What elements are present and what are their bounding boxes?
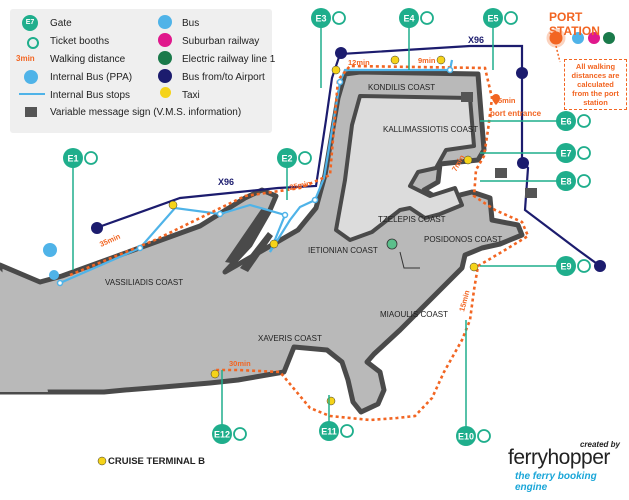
bus-icon — [158, 15, 172, 29]
electric-railway-icon — [158, 51, 172, 65]
legend-electric-label: Electric railway line 1 — [182, 54, 276, 65]
bus-stop-line-icon — [19, 93, 45, 95]
ticket-booth-icon — [577, 146, 591, 160]
taxi-icon — [160, 87, 171, 98]
gate-e8-label: E8 — [560, 177, 571, 187]
gate-e1-label: E1 — [67, 154, 78, 164]
coast-label: TZELEPIS COAST — [378, 215, 446, 224]
legend-bus-stops-label: Internal Bus stops — [50, 90, 131, 101]
airport-bus-icon — [158, 69, 172, 83]
ticket-booth-icon — [577, 114, 591, 128]
gate-e11: E11 — [319, 395, 354, 441]
gate-e2: E2 — [277, 148, 312, 200]
walking-time-label: 15min — [457, 289, 471, 313]
gate-e5-label: E5 — [487, 14, 498, 24]
ticket-booth-icon — [332, 11, 346, 25]
left-pier — [225, 208, 270, 264]
x96-label-left: X96 — [218, 177, 234, 187]
port-station-connector — [555, 45, 561, 63]
gate-e9: E9 — [480, 256, 591, 276]
legend-vms-label: Variable message sign (V.M.S. informatio… — [50, 107, 242, 118]
coast-label: MIAOULIS COAST — [380, 310, 448, 319]
walking-icon: 3min — [16, 54, 35, 63]
ticket-booth-icon — [298, 151, 312, 165]
port-station-title: PORT STATION — [549, 10, 600, 38]
walking-time-label: 9min — [418, 56, 436, 65]
coast-label: KONDILIS COAST — [368, 83, 435, 92]
port-entrance-pin — [492, 94, 500, 105]
gate-e8: E8 — [480, 171, 591, 191]
legend-walking-label: Walking distance — [50, 54, 126, 65]
legend-ticket-label: Ticket booths — [50, 36, 110, 47]
port-entrance-label: port entrance — [490, 109, 542, 118]
legend-internal-bus-label: Internal Bus (PPA) — [50, 72, 133, 83]
legend-airport-label: Bus from/to Airport — [182, 72, 265, 83]
port-station-note: All walking distances are calculated fro… — [564, 59, 627, 110]
coast-label: VASSILIADIS COAST — [105, 278, 183, 287]
gate-e7: E7 — [480, 143, 591, 163]
gate-e5: E5 — [483, 8, 518, 70]
legend: E7 Gate Ticket booths 3min Walking dista… — [10, 9, 276, 133]
ticket-booth-icon — [577, 259, 591, 273]
internal-bus-route — [59, 59, 454, 285]
suburban-railway-icon — [158, 33, 172, 47]
gate-e12-label: E12 — [214, 430, 230, 440]
legend-gate-icon: E7 — [22, 15, 38, 31]
walking-time-label: 35min — [98, 232, 122, 249]
cruise-terminal-label: CRUISE TERMINAL B — [108, 456, 205, 467]
legend-bus-label: Bus — [182, 18, 200, 29]
walking-time-label: 25min — [289, 179, 312, 192]
gate-e10: E10 — [456, 320, 491, 446]
walking-time-label: 5min — [498, 96, 516, 105]
inner-harbour — [334, 94, 476, 242]
vms-signs — [461, 92, 537, 198]
ticket-booth-icon — [420, 11, 434, 25]
gate-e9-label: E9 — [560, 262, 571, 272]
taxi-markers — [97, 55, 479, 466]
ticket-booth-icon — [84, 151, 98, 165]
ticket-booth-icon — [233, 427, 247, 441]
gate-e6: E6 — [480, 111, 591, 131]
brand-name: ferryhopper — [508, 446, 610, 469]
gate-e6-label: E6 — [560, 117, 571, 127]
gate-e11-label: E11 — [321, 427, 337, 437]
coast-label: KALLIMASSIOTIS COAST — [383, 125, 478, 134]
x96-route — [95, 44, 601, 267]
ticket-booth-icon — [27, 37, 39, 49]
coast-label: IETIONIAN COAST — [308, 246, 378, 255]
ticket-booth-icon — [504, 11, 518, 25]
port-station-icons — [572, 32, 615, 44]
legend-taxi-label: Taxi — [182, 90, 200, 101]
legend-suburban-label: Suburban railway — [182, 36, 260, 47]
x96-label-top: X96 — [468, 35, 484, 45]
left-pier-2 — [240, 232, 273, 272]
brand-tagline: the ferry booking engine — [515, 471, 597, 493]
vms-sign-icon — [25, 107, 37, 117]
gate-e7-label: E7 — [560, 149, 571, 159]
bus-icons — [43, 47, 606, 280]
walking-time-label: 12min — [348, 58, 370, 67]
gate-e1: E1 — [63, 148, 98, 270]
walking-time-label: 30min — [229, 359, 251, 368]
gate-e2-label: E2 — [281, 154, 292, 164]
legend-gate-label: Gate — [50, 18, 72, 29]
gate-e3: E3 — [311, 8, 346, 88]
bus-stops — [56, 66, 454, 287]
ticket-booth-icon — [477, 429, 491, 443]
gate-e3-label: E3 — [315, 14, 326, 24]
west-breakwater — [0, 270, 48, 392]
coast-label: POSIDONOS COAST — [424, 235, 502, 244]
coast-label: XAVERIS COAST — [258, 334, 322, 343]
gate-e12: E12 — [212, 370, 247, 444]
gate-e4-label: E4 — [403, 14, 414, 24]
internal-bus-icon — [24, 70, 38, 84]
gate-e4: E4 — [399, 8, 434, 70]
created-by-label: created by — [579, 440, 620, 449]
ticket-booth-icon — [340, 424, 354, 438]
cruise-terminal-icon — [386, 238, 420, 269]
ticket-booth-icon — [577, 174, 591, 188]
gate-e10-label: E10 — [458, 432, 474, 442]
